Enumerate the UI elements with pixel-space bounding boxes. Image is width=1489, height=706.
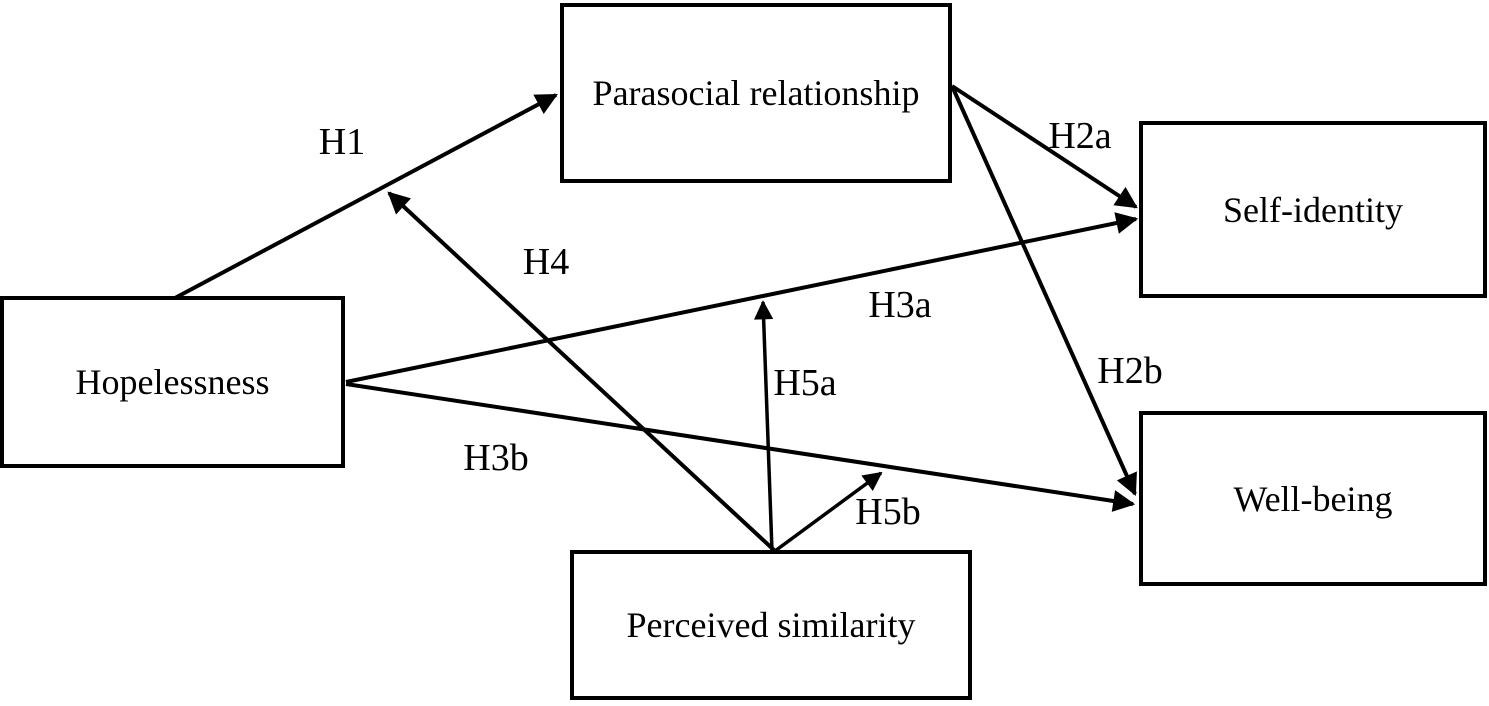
arrow-h4 xyxy=(387,191,777,553)
node-self-identity: Self-identity xyxy=(1139,121,1487,298)
node-parasocial-relationship: Parasocial relationship xyxy=(560,3,952,183)
node-self-identity-label: Self-identity xyxy=(1223,189,1403,230)
path-label-h3a: H3a xyxy=(868,284,932,326)
arrow-h5b xyxy=(773,471,883,553)
node-perceived-similarity-label: Perceived similarity xyxy=(626,605,916,645)
path-label-h5a: H5a xyxy=(773,362,837,404)
arrow-h5a xyxy=(754,300,774,552)
path-label-h4: H4 xyxy=(522,241,570,283)
arrow-h3a xyxy=(345,212,1139,384)
arrow-h1 xyxy=(174,93,558,300)
node-well-being-label: Well-being xyxy=(1233,478,1393,519)
node-hopelessness-label: Hopelessness xyxy=(75,362,270,402)
path-label-h3b: H3b xyxy=(463,437,529,479)
path-label-h2b: H2b xyxy=(1097,350,1163,392)
node-hopelessness: Hopelessness xyxy=(0,296,345,468)
node-perceived-similarity: Perceived similarity xyxy=(570,550,972,700)
node-parasocial-relationship-label: Parasocial relationship xyxy=(592,73,920,113)
arrow-h3b xyxy=(345,382,1136,512)
arrow-h2a xyxy=(950,84,1138,209)
path-label-h2a: H2a xyxy=(1048,115,1112,157)
path-label-h5b: H5b xyxy=(855,491,921,533)
path-label-h1: H1 xyxy=(318,121,366,163)
arrow-h2b xyxy=(950,85,1137,497)
node-well-being: Well-being xyxy=(1139,411,1487,586)
